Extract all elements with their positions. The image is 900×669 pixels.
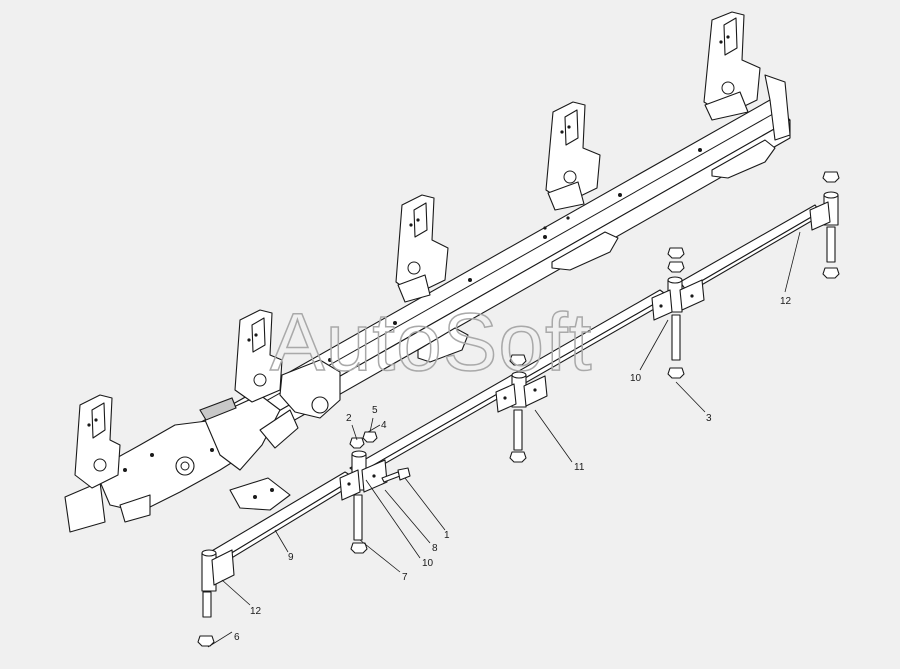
callout-12-lower: 12 <box>250 606 262 617</box>
bolt-1 <box>381 467 411 483</box>
callout-labels: 1 2 3 4 5 6 7 8 9 10 10 11 12 12 <box>234 296 792 643</box>
bolt-lower <box>197 591 215 647</box>
callout-10-right: 10 <box>630 373 642 384</box>
callout-8: 8 <box>432 543 438 554</box>
shank-bracket-2 <box>234 309 283 403</box>
callout-9: 9 <box>288 552 294 563</box>
callout-7: 7 <box>402 572 408 583</box>
round-flange-plate <box>279 359 341 419</box>
hinge-block-10-right <box>651 247 705 379</box>
callout-2: 2 <box>346 413 352 424</box>
callout-10-center: 10 <box>422 558 434 569</box>
callout-4: 4 <box>381 420 387 431</box>
shank-bracket-1 <box>74 394 121 489</box>
pivot-casting <box>199 394 299 511</box>
shank-bracket-5 <box>703 11 791 141</box>
nut-washer-2-5 <box>349 431 378 449</box>
leader-lines <box>207 231 801 648</box>
hinge-block-10-center <box>339 450 388 501</box>
shank-bracket-4 <box>545 101 601 211</box>
watermark-text: AutoSoft <box>270 297 593 388</box>
callout-3: 3 <box>706 413 712 424</box>
shank-bracket-3 <box>395 194 449 303</box>
hinge-block-11 <box>495 354 548 463</box>
beam-under-plates <box>417 139 776 363</box>
callout-11: 11 <box>574 462 585 473</box>
callout-6: 6 <box>234 632 240 643</box>
hinge-block-12-lower <box>201 549 235 592</box>
callout-5: 5 <box>372 405 378 416</box>
hinge-block-12-upper <box>809 171 840 279</box>
pin-7 <box>350 494 368 554</box>
callout-1: 1 <box>444 530 450 541</box>
callout-12-upper: 12 <box>780 296 792 307</box>
